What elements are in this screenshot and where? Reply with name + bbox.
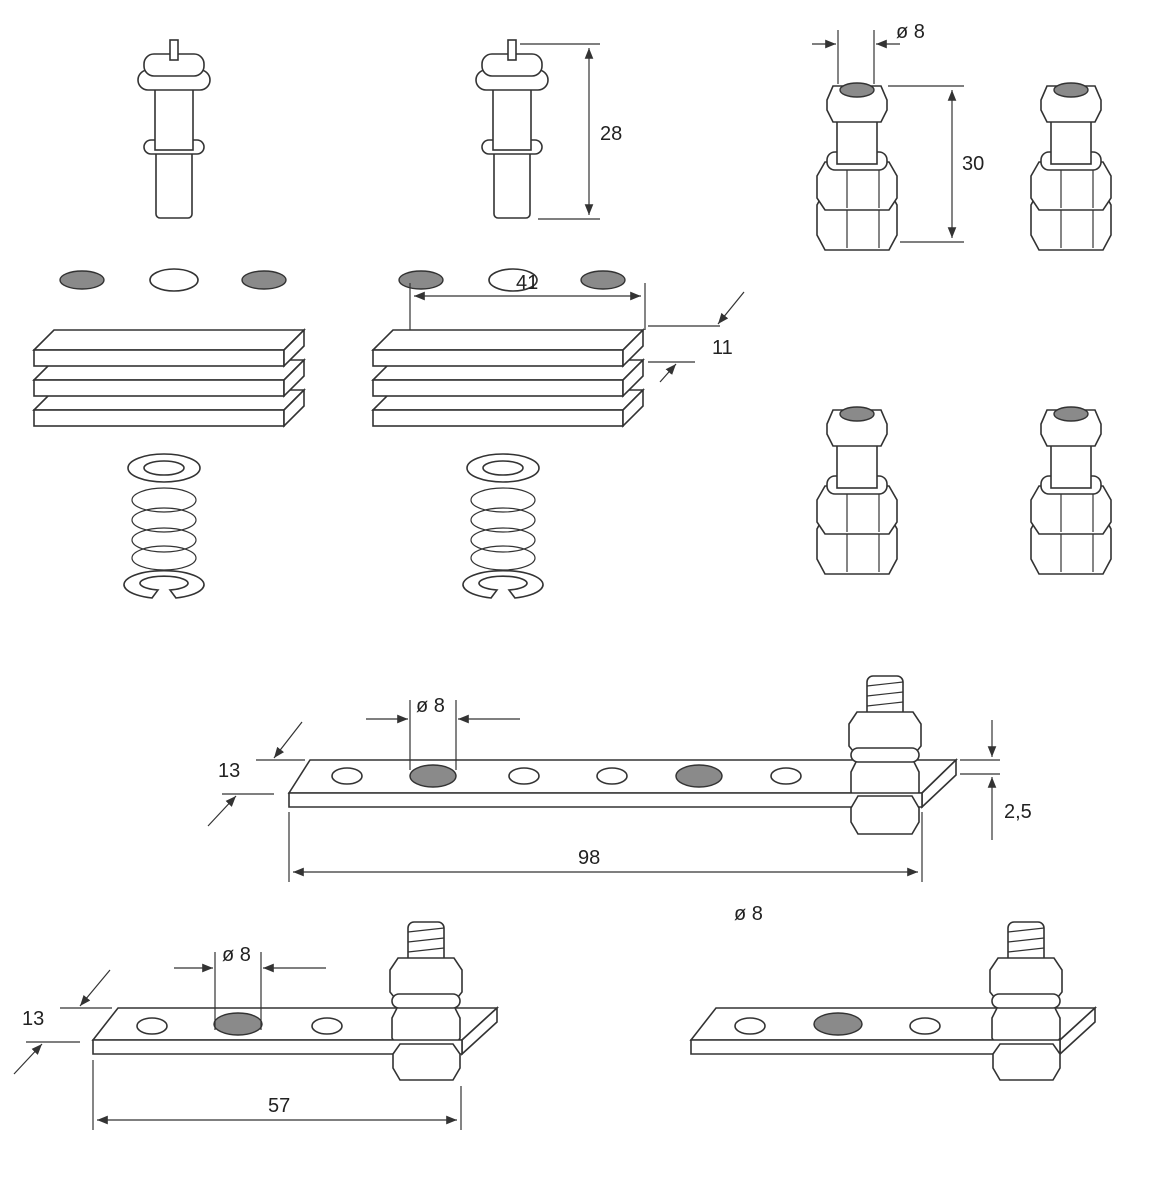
short-pivot-bar-1 [91, 921, 500, 1081]
short-pivot-bar-2 [689, 921, 1098, 1081]
mid-diameter-label: ø 8 [734, 903, 763, 925]
long-bar-length-dimension: 98 [288, 812, 923, 882]
short-bar-1-width-dimension: 13 [13, 969, 112, 1075]
short-bar-1-width-label: 13 [22, 1008, 44, 1030]
long-bar-hole-dimension: ø 8 [366, 695, 520, 770]
short-bar-2-stud [989, 921, 1063, 1049]
plate-thickness-dimension: 11 [648, 291, 745, 383]
short-bar-1-length-dimension: 57 [92, 1060, 462, 1130]
plate-thickness-label: 11 [712, 337, 733, 359]
plate-assembly-1 [33, 268, 305, 599]
long-bar-thickness-dimension: 2,5 [960, 720, 1032, 840]
bolt-diameter-dimension: ø 8 [812, 21, 925, 84]
long-bar-width-dimension: 13 [207, 721, 305, 827]
long-bar-hole-label: ø 8 [416, 695, 445, 717]
pivot-pin-1 [137, 39, 211, 219]
short-bar-1-hole-dimension: ø 8 [174, 944, 326, 1030]
hex-bolt-4 [1030, 406, 1112, 575]
plate-assembly-2 [372, 268, 644, 599]
long-pivot-bar [287, 675, 958, 835]
hex-bolt-2 [1030, 82, 1112, 251]
hex-bolt-3 [816, 406, 898, 575]
plate-width-dimension: 41 [409, 272, 646, 330]
long-bar-thickness-label: 2,5 [1004, 801, 1032, 823]
bolt-diameter-label: ø 8 [896, 21, 925, 43]
pivot-pin-2 [475, 39, 549, 219]
pin-height-label: 28 [600, 123, 622, 145]
bolt-height-label: 30 [962, 153, 984, 175]
short-bar-1-hole-label: ø 8 [222, 944, 251, 966]
short-bar-1-stud [389, 921, 463, 1049]
long-bar-width-label: 13 [218, 760, 240, 782]
bolt-height-dimension: 30 [888, 85, 984, 243]
pin-height-dimension: 28 [520, 43, 622, 220]
long-bar-length-label: 98 [578, 847, 600, 869]
long-bar-stud [848, 675, 922, 803]
short-bar-1-length-label: 57 [268, 1095, 290, 1117]
plate-width-label: 41 [516, 272, 538, 294]
hex-bolt-1 [816, 82, 898, 251]
